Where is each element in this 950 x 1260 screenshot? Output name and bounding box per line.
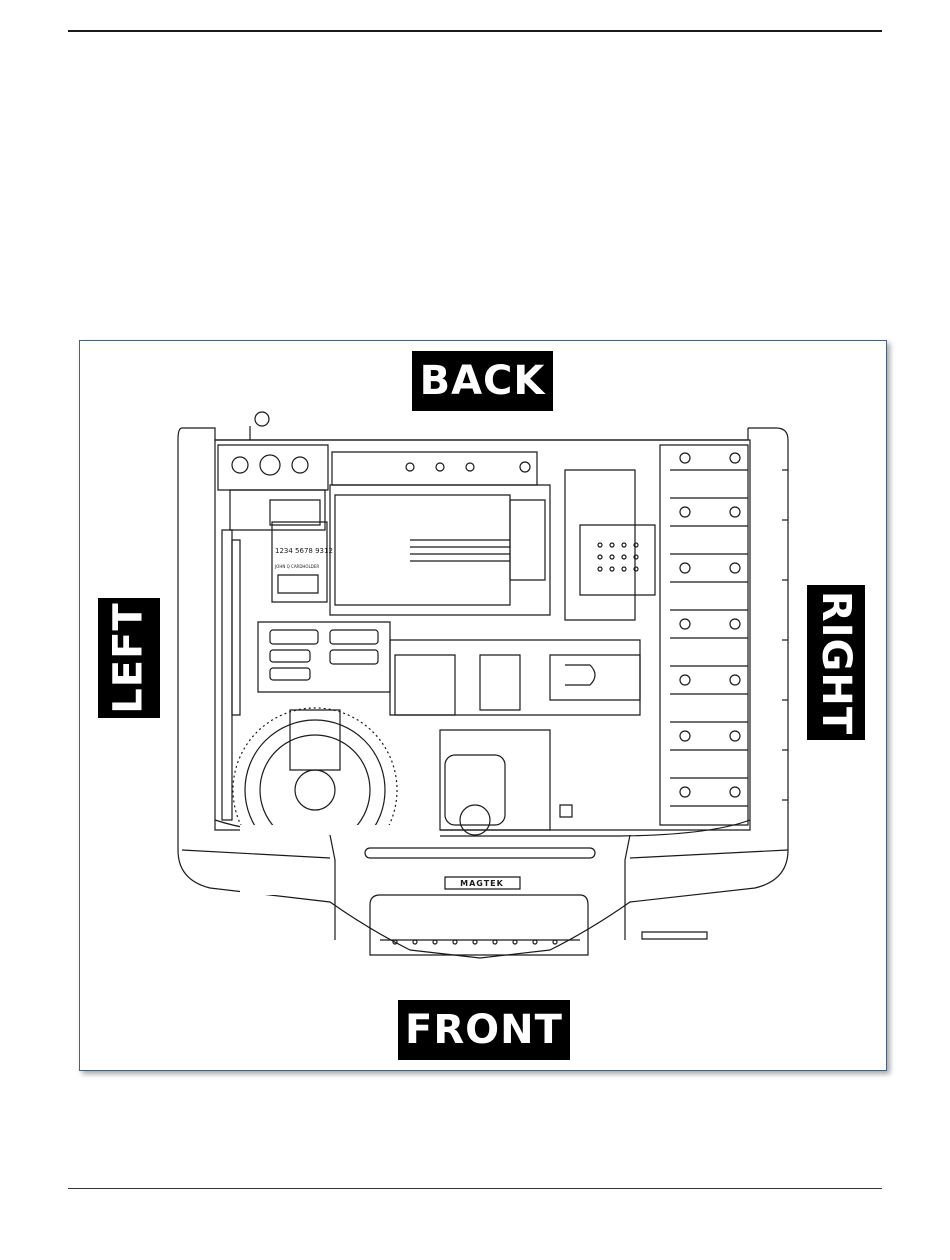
- brand-logo: MAGTEK: [460, 879, 504, 888]
- board-component: [406, 463, 414, 471]
- main-cover: [330, 485, 550, 615]
- bottom-rule: [68, 1188, 882, 1189]
- back-label: BACK: [412, 351, 553, 411]
- transport-roller-housing: [395, 655, 455, 715]
- inner-tray: [215, 440, 750, 830]
- keypad-dots: [598, 543, 638, 571]
- left-label: LEFT: [98, 598, 160, 718]
- module-gear: [260, 455, 280, 475]
- transport-roller-housing: [480, 655, 520, 710]
- db-connector: [270, 630, 318, 644]
- housing-back-edge: [182, 428, 748, 440]
- db-connector: [330, 650, 378, 664]
- right-edge-notches: [782, 470, 788, 800]
- card-chip-area: [278, 575, 318, 593]
- bezel-line-right: [630, 850, 788, 858]
- top-rule: [68, 30, 882, 32]
- board-component: [466, 463, 474, 471]
- db-connector: [270, 668, 310, 680]
- module-screw: [232, 457, 248, 473]
- main-cover-plate: [335, 495, 510, 605]
- board-component: [436, 463, 444, 471]
- right-label: RIGHT: [807, 585, 865, 740]
- bezel-divider-right: [625, 835, 630, 940]
- card-number-text: 1234 5678 9312: [275, 547, 333, 555]
- module-screw: [292, 457, 308, 473]
- card-transport: [390, 640, 640, 715]
- left-rail: [222, 530, 232, 820]
- connector-panel: [258, 622, 390, 692]
- left-top-module: [218, 445, 328, 490]
- mounting-ring: [255, 412, 269, 426]
- card-reader-head: [230, 490, 325, 530]
- small-square-part: [560, 805, 572, 817]
- right-center-frame: [565, 470, 635, 620]
- card-name-text: JOHN Q CARDHOLDER: [274, 564, 319, 569]
- db-connector: [270, 650, 310, 662]
- hopper-slot: [642, 932, 707, 939]
- db-connector: [330, 630, 378, 644]
- motor-assembly: [440, 730, 550, 830]
- left-label-text: LEFT: [106, 602, 152, 713]
- left-rail-inner: [232, 540, 240, 715]
- right-column: [660, 445, 748, 825]
- front-label-text: FRONT: [405, 1007, 563, 1053]
- right-label-text: RIGHT: [813, 590, 859, 734]
- reader-bracket: [270, 500, 320, 525]
- top-board: [332, 452, 537, 485]
- keypad-module: [580, 525, 655, 595]
- device-top-view-drawing: 1234 5678 9312 JOHN Q CARDHOLDER: [170, 410, 795, 985]
- right-column-keyholes: [680, 453, 740, 797]
- motor: [445, 755, 505, 825]
- front-label: FRONT: [398, 1000, 570, 1060]
- slot-curve: [565, 665, 595, 685]
- main-cover-tab: [510, 500, 545, 580]
- wheel-mask: [240, 825, 440, 895]
- sample-card: [272, 522, 327, 602]
- board-component: [520, 462, 530, 472]
- back-label-text: BACK: [420, 358, 546, 404]
